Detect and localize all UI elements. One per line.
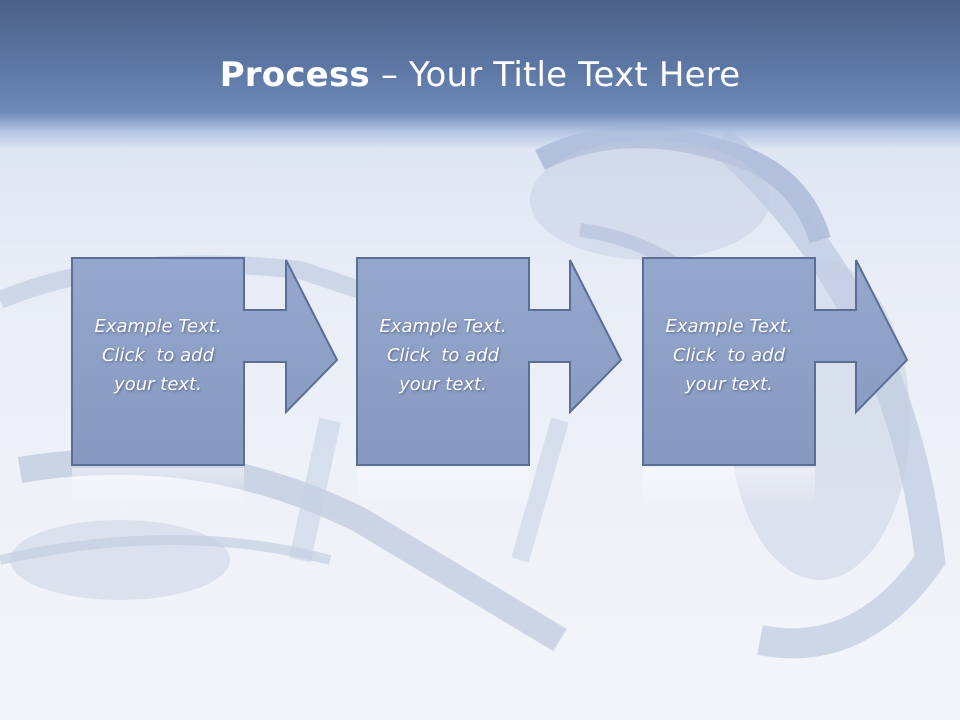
step-2-line-2: Click to add [386, 345, 499, 366]
step-1-line-3: your text. [114, 374, 202, 395]
step-1-line-1: Example Text. [94, 316, 222, 337]
step-1-line-2: Click to add [101, 345, 214, 366]
slide-title-bold: Process [219, 55, 370, 95]
title-band [0, 0, 960, 150]
process-step-3[interactable] [642, 257, 909, 508]
process-step-3-text[interactable]: Example Text. Click to add your text. [643, 312, 815, 399]
process-step-1[interactable] [71, 257, 339, 508]
step-2-line-3: your text. [399, 374, 487, 395]
step-2-line-1: Example Text. [379, 316, 507, 337]
process-step-2-text[interactable]: Example Text. Click to add your text. [357, 312, 529, 399]
slide-title[interactable]: Process – Your Title Text Here [0, 52, 960, 98]
step-3-line-3: your text. [685, 374, 773, 395]
step-3-line-1: Example Text. [665, 316, 793, 337]
process-step-2[interactable] [356, 257, 623, 508]
step-3-line-2: Click to add [672, 345, 785, 366]
slide-title-rest: – Your Title Text Here [369, 55, 741, 95]
process-step-1-text[interactable]: Example Text. Click to add your text. [72, 312, 244, 399]
